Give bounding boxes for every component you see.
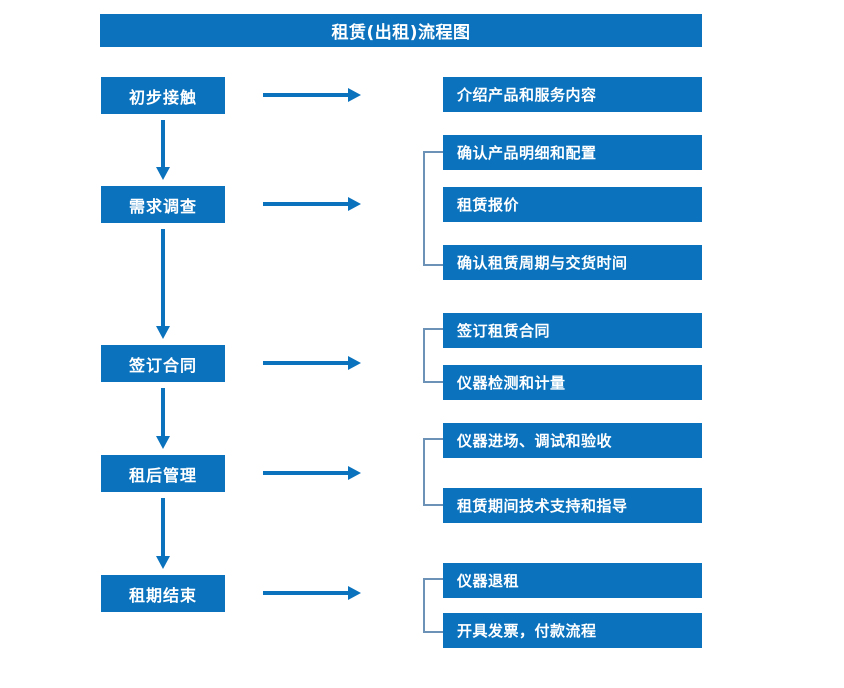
chart-title: 租赁(出租)流程图 — [100, 14, 702, 47]
arrow-down-stage-2-to-3 — [156, 229, 170, 339]
detail-box-2[interactable]: 确认产品明细和配置 — [443, 135, 702, 170]
group-bracket-stage-5 — [423, 578, 443, 633]
detail-box-9[interactable]: 仪器退租 — [443, 563, 702, 598]
stage-box-2[interactable]: 需求调查 — [101, 186, 225, 223]
detail-box-7[interactable]: 仪器进场、调试和验收 — [443, 423, 702, 458]
detail-box-3[interactable]: 租赁报价 — [443, 187, 702, 222]
group-bracket-stage-2 — [423, 151, 443, 266]
detail-box-5[interactable]: 签订租赁合同 — [443, 313, 702, 348]
stage-box-5[interactable]: 租期结束 — [101, 575, 225, 612]
stage-box-3[interactable]: 签订合同 — [101, 345, 225, 382]
arrow-down-stage-1-to-2 — [156, 120, 170, 180]
detail-box-10[interactable]: 开具发票，付款流程 — [443, 613, 702, 648]
detail-box-8[interactable]: 租赁期间技术支持和指导 — [443, 488, 702, 523]
detail-box-4[interactable]: 确认租赁周期与交货时间 — [443, 245, 702, 280]
arrow-down-stage-3-to-4 — [156, 388, 170, 449]
detail-box-1[interactable]: 介绍产品和服务内容 — [443, 77, 702, 112]
group-bracket-stage-3 — [423, 328, 443, 383]
arrow-right-stage-2 — [263, 197, 361, 211]
arrow-down-stage-4-to-5 — [156, 498, 170, 569]
arrow-right-stage-5 — [263, 586, 361, 600]
group-bracket-stage-4 — [423, 438, 443, 506]
stage-box-4[interactable]: 租后管理 — [101, 455, 225, 492]
detail-box-6[interactable]: 仪器检测和计量 — [443, 365, 702, 400]
arrow-right-stage-3 — [263, 356, 361, 370]
arrow-right-stage-1 — [263, 88, 361, 102]
stage-box-1[interactable]: 初步接触 — [101, 77, 225, 114]
arrow-right-stage-4 — [263, 466, 361, 480]
